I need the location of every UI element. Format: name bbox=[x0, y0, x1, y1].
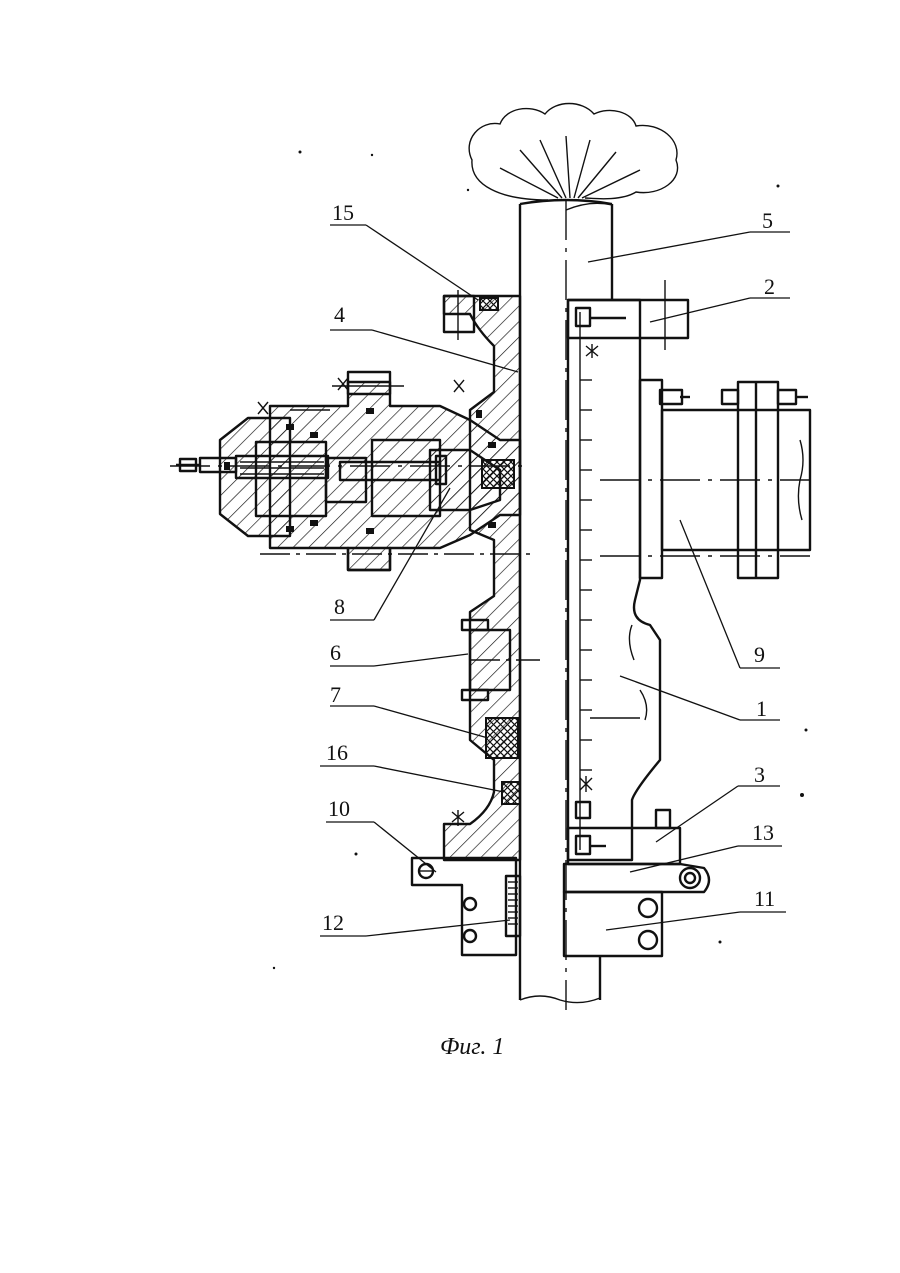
bracket-3 bbox=[568, 802, 680, 864]
drive-9 bbox=[600, 380, 810, 578]
figure-caption: Фиг. 1 bbox=[440, 1034, 504, 1060]
label-16: 16 bbox=[326, 740, 348, 765]
label-1: 1 bbox=[756, 696, 767, 721]
housing-4 bbox=[444, 290, 540, 860]
pipe-5 bbox=[520, 200, 612, 1010]
bracket-13 bbox=[564, 864, 709, 892]
label-11: 11 bbox=[754, 886, 775, 911]
rack-12 bbox=[506, 876, 520, 936]
label-7: 7 bbox=[330, 682, 341, 707]
label-2: 2 bbox=[764, 274, 775, 299]
seal-7 bbox=[486, 718, 518, 758]
label-5: 5 bbox=[762, 208, 773, 233]
label-4: 4 bbox=[334, 302, 345, 327]
label-13: 13 bbox=[752, 820, 774, 845]
seal-16 bbox=[502, 782, 520, 804]
label-8: 8 bbox=[334, 594, 345, 619]
label-6: 6 bbox=[330, 640, 341, 665]
label-9: 9 bbox=[754, 642, 765, 667]
bracket-2 bbox=[568, 280, 688, 350]
label-10: 10 bbox=[328, 796, 350, 821]
valve-assembly-8 bbox=[170, 372, 530, 570]
label-12: 12 bbox=[322, 910, 344, 935]
spray-cloud bbox=[469, 104, 677, 201]
label-3: 3 bbox=[754, 762, 765, 787]
leader-lines bbox=[320, 225, 790, 936]
body-1 bbox=[568, 300, 660, 860]
clamp-10 bbox=[412, 858, 516, 955]
label-15: 15 bbox=[332, 200, 354, 225]
